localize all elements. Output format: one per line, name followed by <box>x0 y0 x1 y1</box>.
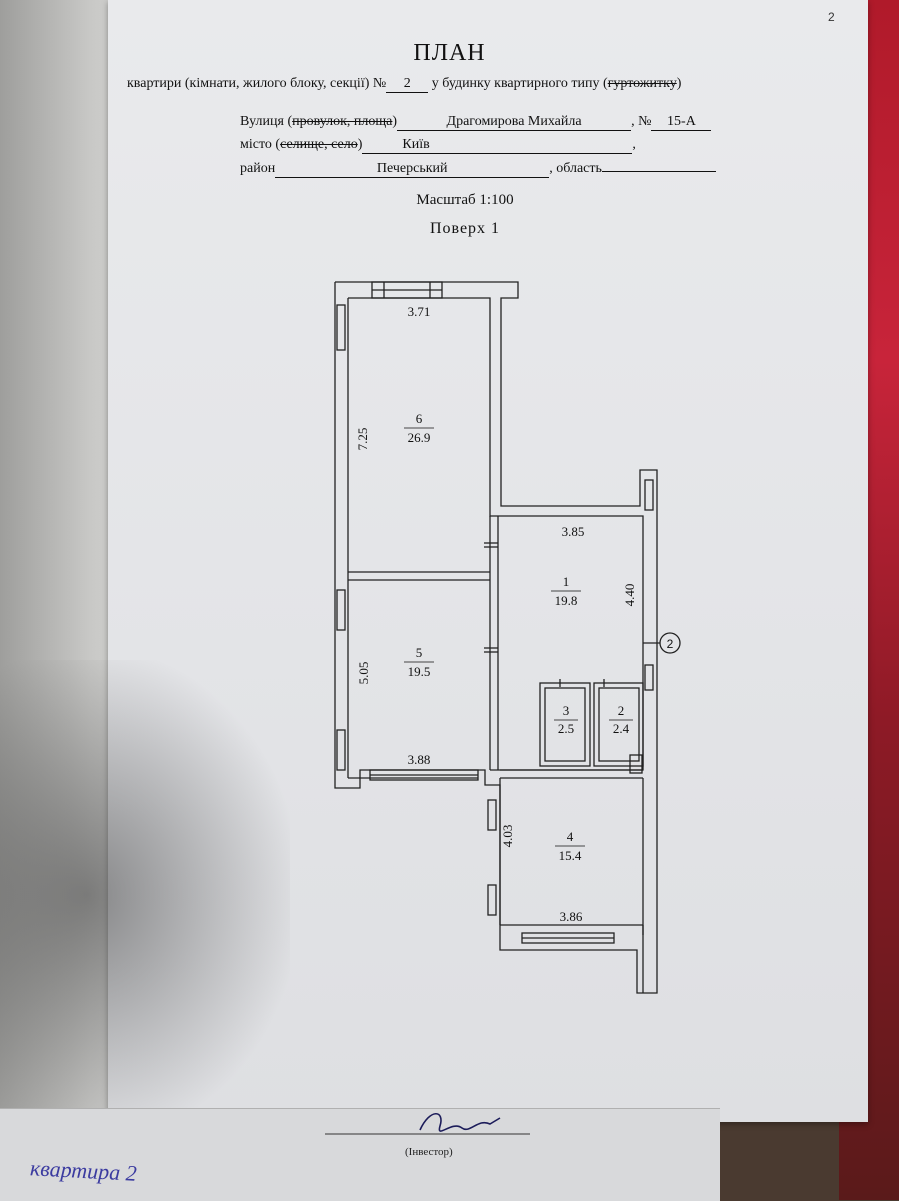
room-3-area: 2.5 <box>558 721 574 736</box>
axis-marker-label: 2 <box>667 637 674 651</box>
room-2-area: 2.4 <box>613 721 630 736</box>
dim-room1-length: 4.40 <box>622 584 637 607</box>
header-line1-prefix: квартири (кімнати, жилого блоку, секції)… <box>127 76 387 91</box>
floor-plan-labels: 6 26.9 1 19.8 5 19.5 3 2.5 2 2.4 4 15.4 … <box>355 304 674 924</box>
dim-room5-length: 5.05 <box>356 662 371 685</box>
region-label: , область <box>549 161 602 176</box>
room-2-number: 2 <box>618 703 625 718</box>
street-value: Драгомирова Михайла <box>397 114 632 131</box>
region-value <box>601 171 716 172</box>
page-number: 2 <box>828 10 835 24</box>
room-4-number: 4 <box>567 829 574 844</box>
struck-city-types: селище, село <box>280 137 358 152</box>
floor-label: Поверх 1 <box>429 220 501 237</box>
dim-room4-length: 4.03 <box>500 825 515 848</box>
district-value: Печерський <box>275 161 550 178</box>
room-1-number: 1 <box>563 574 570 589</box>
house-value: 15-А <box>651 114 712 131</box>
house-label: № <box>638 114 652 129</box>
header-line-1: квартири (кімнати, жилого блоку, секції)… <box>127 76 682 93</box>
district-label: район <box>240 161 276 176</box>
street-label: Вулиця <box>240 114 284 129</box>
room-5-number: 5 <box>416 645 423 660</box>
handwritten-note: квартира 2 <box>29 1155 138 1186</box>
city-line: місто (селище, село)Київ, <box>240 137 636 154</box>
room-5-area: 19.5 <box>408 664 431 679</box>
signature-mark <box>419 1112 501 1132</box>
signature-label: (Інвестор) <box>405 1146 453 1158</box>
dim-room6-width: 3.71 <box>408 304 431 319</box>
apartment-number: 2 <box>386 76 429 93</box>
header-line1-mid: у будинку квартирного типу <box>431 76 600 91</box>
scale-label: Масштаб 1:100 <box>416 192 514 208</box>
street-line: Вулиця (провулок, площа)Драгомирова Миха… <box>240 114 712 131</box>
struck-street-types: провулок, площа <box>292 114 393 129</box>
dim-room4-width: 3.86 <box>560 909 583 924</box>
room-6-area: 26.9 <box>408 430 431 445</box>
bottom-sheet <box>0 1108 720 1201</box>
floor-plan-walls <box>334 281 681 994</box>
room-3-number: 3 <box>563 703 570 718</box>
struck-dormitory: гуртожитку <box>607 76 677 91</box>
room-4-area: 15.4 <box>559 848 582 863</box>
dim-room1-width: 3.85 <box>562 524 585 539</box>
document-title: ПЛАН <box>413 40 486 66</box>
room-1-area: 19.8 <box>555 593 578 608</box>
dim-room6-length: 7.25 <box>355 428 370 451</box>
city-value: Київ <box>362 137 633 154</box>
room-6-number: 6 <box>416 411 423 426</box>
dim-room5-width: 3.88 <box>408 752 431 767</box>
city-label: місто <box>240 137 272 152</box>
